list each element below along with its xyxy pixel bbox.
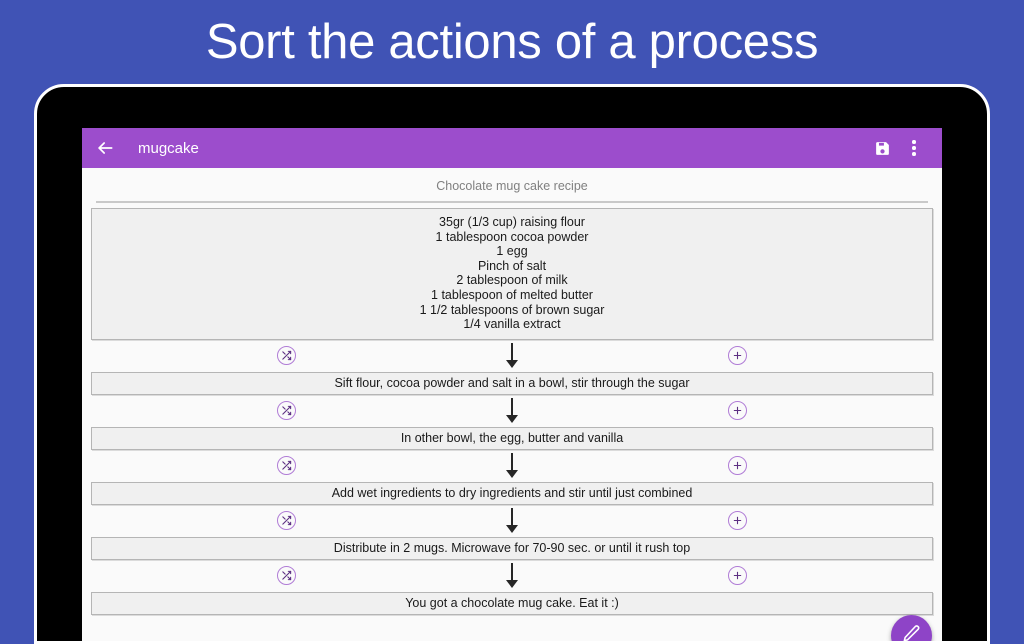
page-title: Sort the actions of a process [0, 0, 1024, 84]
ingredient-line: 1 egg [92, 244, 932, 259]
ingredient-line: 35gr (1/3 cup) raising flour [92, 215, 932, 230]
ingredients-card[interactable]: 35gr (1/3 cup) raising flour 1 tablespoo… [91, 208, 933, 340]
ingredient-line: Pinch of salt [92, 259, 932, 274]
connector-left-slot [91, 346, 512, 365]
connector-row [91, 505, 933, 537]
overflow-menu-icon[interactable] [900, 134, 928, 162]
connector-row [91, 560, 933, 592]
overflow-dots [912, 140, 916, 156]
connector-right-slot [512, 456, 933, 475]
shuffle-icon[interactable] [277, 346, 296, 365]
plus-icon[interactable] [728, 346, 747, 365]
arrow-down-icon [505, 453, 519, 479]
connector-row [91, 340, 933, 372]
step-card[interactable]: Add wet ingredients to dry ingredients a… [91, 482, 933, 505]
step-card[interactable]: You got a chocolate mug cake. Eat it :) [91, 592, 933, 615]
ingredient-line: 1 1/2 tablespoons of brown sugar [92, 303, 932, 318]
ingredient-line: 1/4 vanilla extract [92, 317, 932, 332]
connector-right-slot [512, 511, 933, 530]
connector-left-slot [91, 511, 512, 530]
shuffle-icon[interactable] [277, 456, 296, 475]
title-divider [96, 201, 928, 203]
app-bar: mugcake [82, 128, 942, 168]
plus-icon[interactable] [728, 511, 747, 530]
plus-icon[interactable] [728, 456, 747, 475]
connector-left-slot [91, 456, 512, 475]
shuffle-icon[interactable] [277, 566, 296, 585]
back-arrow-icon[interactable] [92, 135, 118, 161]
plus-icon[interactable] [728, 566, 747, 585]
tablet-device-frame: mugcake Chocolate mug cake recipe 35gr (… [34, 84, 990, 644]
connector-left-slot [91, 566, 512, 585]
connector-left-slot [91, 401, 512, 420]
connector-right-slot [512, 401, 933, 420]
connector-row [91, 395, 933, 427]
step-card[interactable]: In other bowl, the egg, butter and vanil… [91, 427, 933, 450]
device-screen: mugcake Chocolate mug cake recipe 35gr (… [82, 128, 942, 644]
arrow-down-icon [505, 508, 519, 534]
app-bar-title: mugcake [138, 140, 864, 157]
step-card[interactable]: Sift flour, cocoa powder and salt in a b… [91, 372, 933, 395]
plus-icon[interactable] [728, 401, 747, 420]
connector-row [91, 450, 933, 482]
arrow-down-icon [505, 398, 519, 424]
ingredient-line: 1 tablespoon of melted butter [92, 288, 932, 303]
connector-right-slot [512, 566, 933, 585]
arrow-down-icon [505, 563, 519, 589]
connector-right-slot [512, 346, 933, 365]
save-floppy-icon[interactable] [868, 134, 896, 162]
shuffle-icon[interactable] [277, 401, 296, 420]
step-card[interactable]: Distribute in 2 mugs. Microwave for 70-9… [91, 537, 933, 560]
pencil-edit-icon [902, 624, 921, 644]
recipe-content: Chocolate mug cake recipe 35gr (1/3 cup)… [82, 168, 942, 644]
recipe-title: Chocolate mug cake recipe [91, 168, 933, 201]
shuffle-icon[interactable] [277, 511, 296, 530]
ingredient-line: 1 tablespoon cocoa powder [92, 230, 932, 245]
ingredient-line: 2 tablespoon of milk [92, 273, 932, 288]
arrow-down-icon [505, 343, 519, 369]
